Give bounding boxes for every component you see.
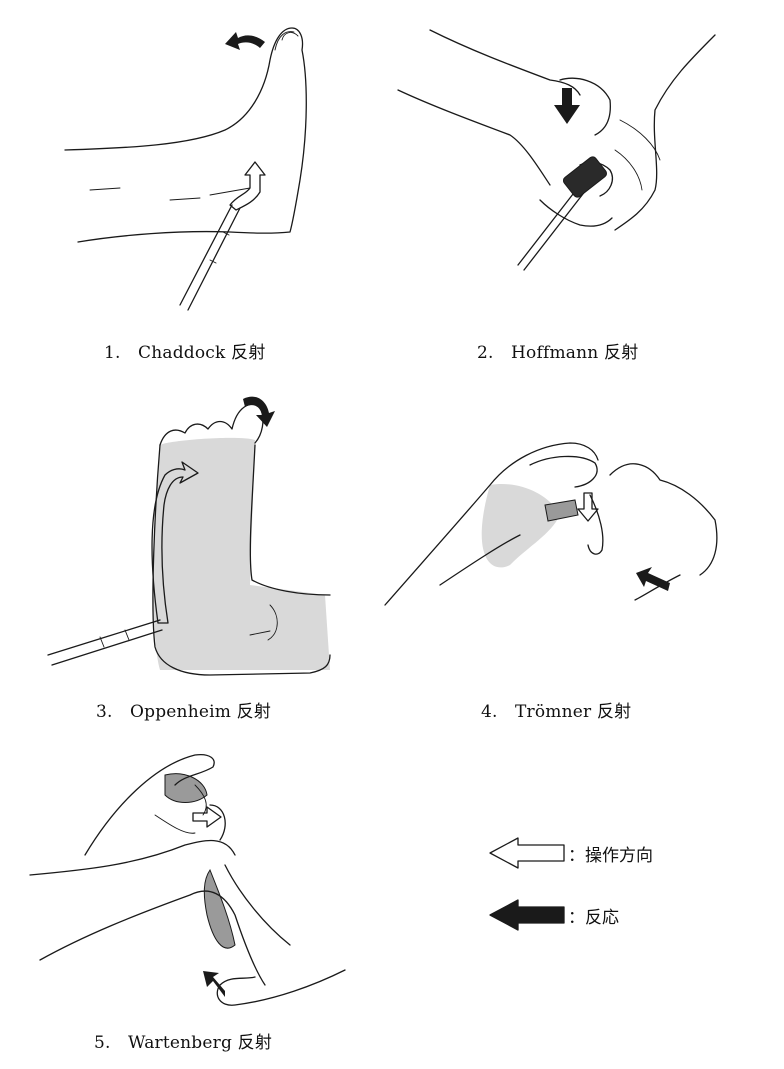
hollow-arrow-icon — [489, 837, 565, 869]
figure-4-number: 4. — [481, 702, 498, 722]
solid-arrow-icon — [489, 899, 565, 931]
chaddock-foot-drawing — [64, 27, 307, 311]
legend-response: ：反応 — [488, 898, 619, 932]
figure-3-number: 3. — [96, 702, 113, 722]
figure-4-illustration — [380, 425, 740, 625]
hoffmann-hand-drawing — [397, 29, 716, 271]
figure-2-illustration — [390, 20, 730, 280]
legend-operation: ：操作方向 — [488, 836, 653, 870]
figure-5-label: Wartenberg 反射 — [128, 1033, 273, 1053]
tromner-hand-drawing — [384, 442, 718, 606]
figure-1-caption: 1. Chaddock 反射 — [104, 338, 266, 363]
figure-2-label: Hoffmann 反射 — [511, 343, 639, 363]
figure-4-label: Trömner 反射 — [515, 702, 632, 722]
legend-response-label: ：反応 — [568, 907, 619, 928]
figure-2-caption: 2. Hoffmann 反射 — [477, 338, 638, 363]
figure-5-number: 5. — [94, 1033, 111, 1053]
figure-4-caption: 4. Trömner 反射 — [481, 697, 631, 722]
figure-2-number: 2. — [477, 343, 494, 363]
figure-5-caption: 5. Wartenberg 反射 — [94, 1028, 272, 1053]
figure-1-label: Chaddock 反射 — [138, 343, 266, 363]
wartenberg-hand-drawing — [29, 753, 346, 1006]
figure-1-illustration — [60, 20, 320, 320]
figure-3-caption: 3. Oppenheim 反射 — [96, 697, 271, 722]
legend-operation-label: ：操作方向 — [568, 845, 653, 866]
oppenheim-foot-drawing — [47, 396, 331, 676]
figure-3-illustration — [40, 385, 340, 685]
figure-1-number: 1. — [104, 343, 121, 363]
figure-5-illustration — [25, 745, 355, 1015]
figure-3-label: Oppenheim 反射 — [130, 702, 272, 722]
